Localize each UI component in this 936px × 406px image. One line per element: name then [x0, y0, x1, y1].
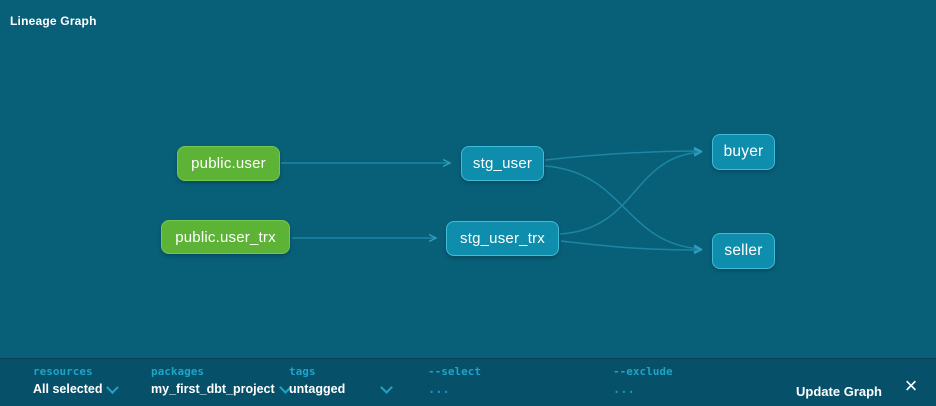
exclude-label: --exclude: [613, 365, 673, 378]
packages-label: packages: [151, 365, 204, 378]
tags-label: tags: [289, 365, 316, 378]
edge-stguser-seller: [544, 165, 703, 253]
chevron-down-icon: [380, 380, 393, 394]
resources-label: resources: [33, 365, 93, 378]
node-label: public.user_trx: [175, 228, 276, 246]
node-public-user[interactable]: public.user: [177, 146, 280, 181]
chevron-down-icon: [106, 380, 119, 394]
edge-stgusertrx-buyer: [559, 148, 703, 235]
node-public-user-trx[interactable]: public.user_trx: [161, 220, 290, 254]
edge-stguser-buyer: [544, 146, 703, 161]
node-label: stg_user: [472, 155, 533, 172]
node-label: buyer: [723, 143, 764, 160]
packages-value: my_first_dbt_project: [151, 382, 275, 396]
resources-dropdown[interactable]: All selected: [33, 380, 119, 396]
page-title: Lineage Graph: [10, 14, 97, 28]
exclude-input[interactable]: ...: [613, 382, 635, 396]
node-buyer[interactable]: buyer: [712, 134, 775, 170]
close-icon[interactable]: ×: [904, 373, 918, 398]
node-stg-user[interactable]: stg_user: [461, 146, 544, 181]
exclude-value: ...: [613, 382, 635, 396]
edge-stgusertrx-seller: [560, 240, 703, 255]
node-seller[interactable]: seller: [712, 233, 775, 269]
node-label: seller: [724, 242, 763, 259]
node-label: public.user: [191, 155, 266, 172]
lineage-toolbar: resources All selected packages my_first…: [0, 358, 936, 406]
packages-dropdown[interactable]: my_first_dbt_project: [151, 380, 292, 396]
node-label: stg_user_trx: [460, 230, 545, 247]
node-stg-user-trx[interactable]: stg_user_trx: [446, 221, 559, 256]
tags-dropdown[interactable]: untagged: [289, 380, 393, 396]
tags-value: untagged: [289, 382, 346, 396]
select-value: ...: [428, 382, 450, 396]
update-graph-button[interactable]: Update Graph: [796, 384, 882, 399]
select-label: --select: [428, 365, 481, 378]
resources-value: All selected: [33, 382, 103, 396]
select-input[interactable]: ...: [428, 382, 450, 396]
